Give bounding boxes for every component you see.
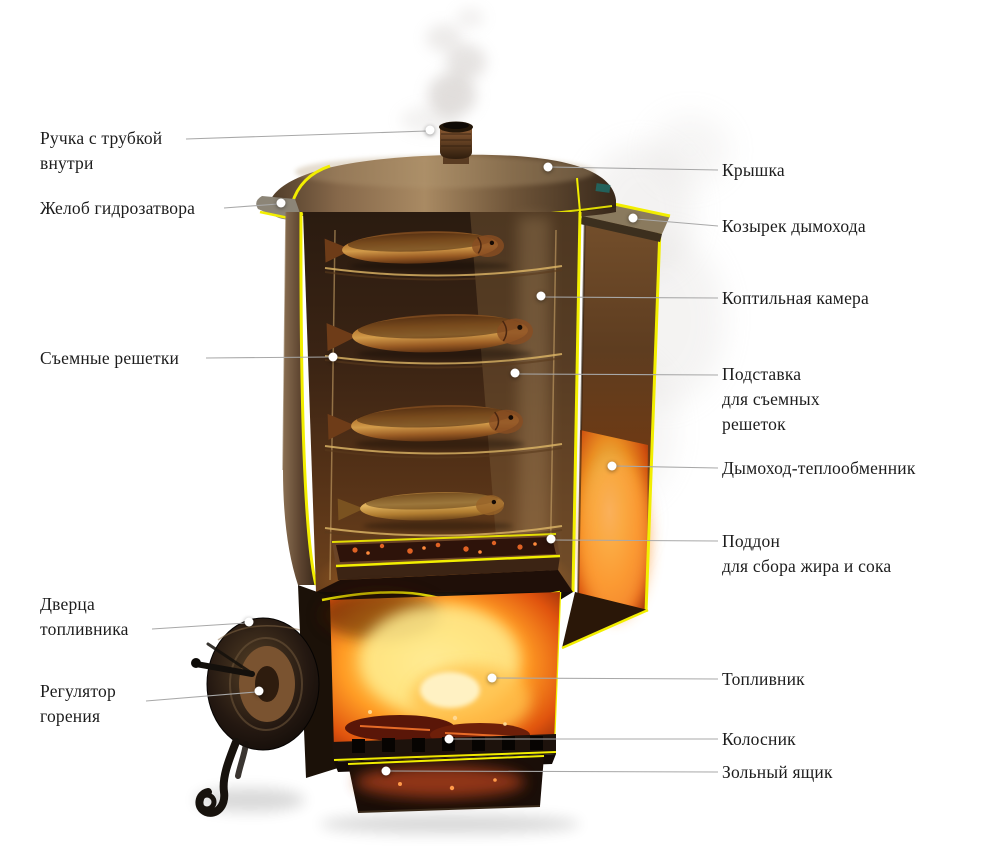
chimney-knob-part xyxy=(439,121,473,164)
label-text-line: Зольный ящик xyxy=(722,762,833,782)
chimney-smoke xyxy=(426,8,486,117)
label-text-line: Крышка xyxy=(722,160,785,180)
label-text-line: Топливник xyxy=(722,669,805,689)
label-text-line: Ручка с трубкой xyxy=(40,128,163,148)
label-chimney-visor: Козырек дымохода xyxy=(722,214,866,239)
drip-tray-part xyxy=(316,533,573,592)
label-text-line: горения xyxy=(40,706,101,726)
label-smoking-chamber: Коптильная камера xyxy=(722,286,869,311)
lid-part xyxy=(267,154,617,221)
label-handle-with-tube: Ручка с трубкой внутри xyxy=(40,126,162,176)
body-shell-part xyxy=(282,211,318,586)
label-text-line: Желоб гидрозатвора xyxy=(40,198,196,218)
label-text-line: Поддон xyxy=(722,531,781,551)
label-lid: Крышка xyxy=(722,158,785,183)
fish-illustration xyxy=(324,231,533,521)
label-ash-box: Зольный ящик xyxy=(722,760,833,785)
label-grate-stand: Подставка для съемных решеток xyxy=(722,362,820,437)
label-text-line: топливника xyxy=(40,619,129,639)
label-water-seal-groove: Желоб гидрозатвора xyxy=(40,196,195,221)
label-text-line: для съемных xyxy=(722,389,820,409)
label-text-line: Дверца xyxy=(40,594,95,614)
label-fire-grate: Колосник xyxy=(722,727,796,752)
ash-box-part xyxy=(320,755,580,834)
grate-shelves-part xyxy=(324,265,563,541)
label-text-line: Козырек дымохода xyxy=(722,216,866,236)
label-text-line: Регулятор xyxy=(40,681,116,701)
chimney-heat-exchanger-part xyxy=(577,207,662,620)
firebox-fire-part xyxy=(320,590,560,750)
label-text-line: Подставка xyxy=(722,364,802,384)
label-firebox: Топливник xyxy=(722,667,805,692)
burn-regulator-part xyxy=(191,642,255,677)
label-text-line: для сбора жира и сока xyxy=(722,556,892,576)
label-removable-grates: Съемные решетки xyxy=(40,346,179,371)
label-burn-regulator: Регулятор горения xyxy=(40,679,116,729)
label-text-line: решеток xyxy=(722,414,786,434)
label-firebox-door: Дверца топливника xyxy=(40,592,129,642)
door-handle-part xyxy=(195,738,249,817)
label-text-line: Съемные решетки xyxy=(40,348,180,368)
label-text-line: внутри xyxy=(40,153,94,173)
label-text-line: Дымоход-теплообменник xyxy=(722,458,916,478)
label-text-line: Колосник xyxy=(722,729,796,749)
label-drip-tray: Поддон для сбора жира и сока xyxy=(722,529,891,579)
label-text-line: Коптильная камера xyxy=(722,288,869,308)
label-chimney-heat-exchanger: Дымоход-теплообменник xyxy=(722,456,916,481)
